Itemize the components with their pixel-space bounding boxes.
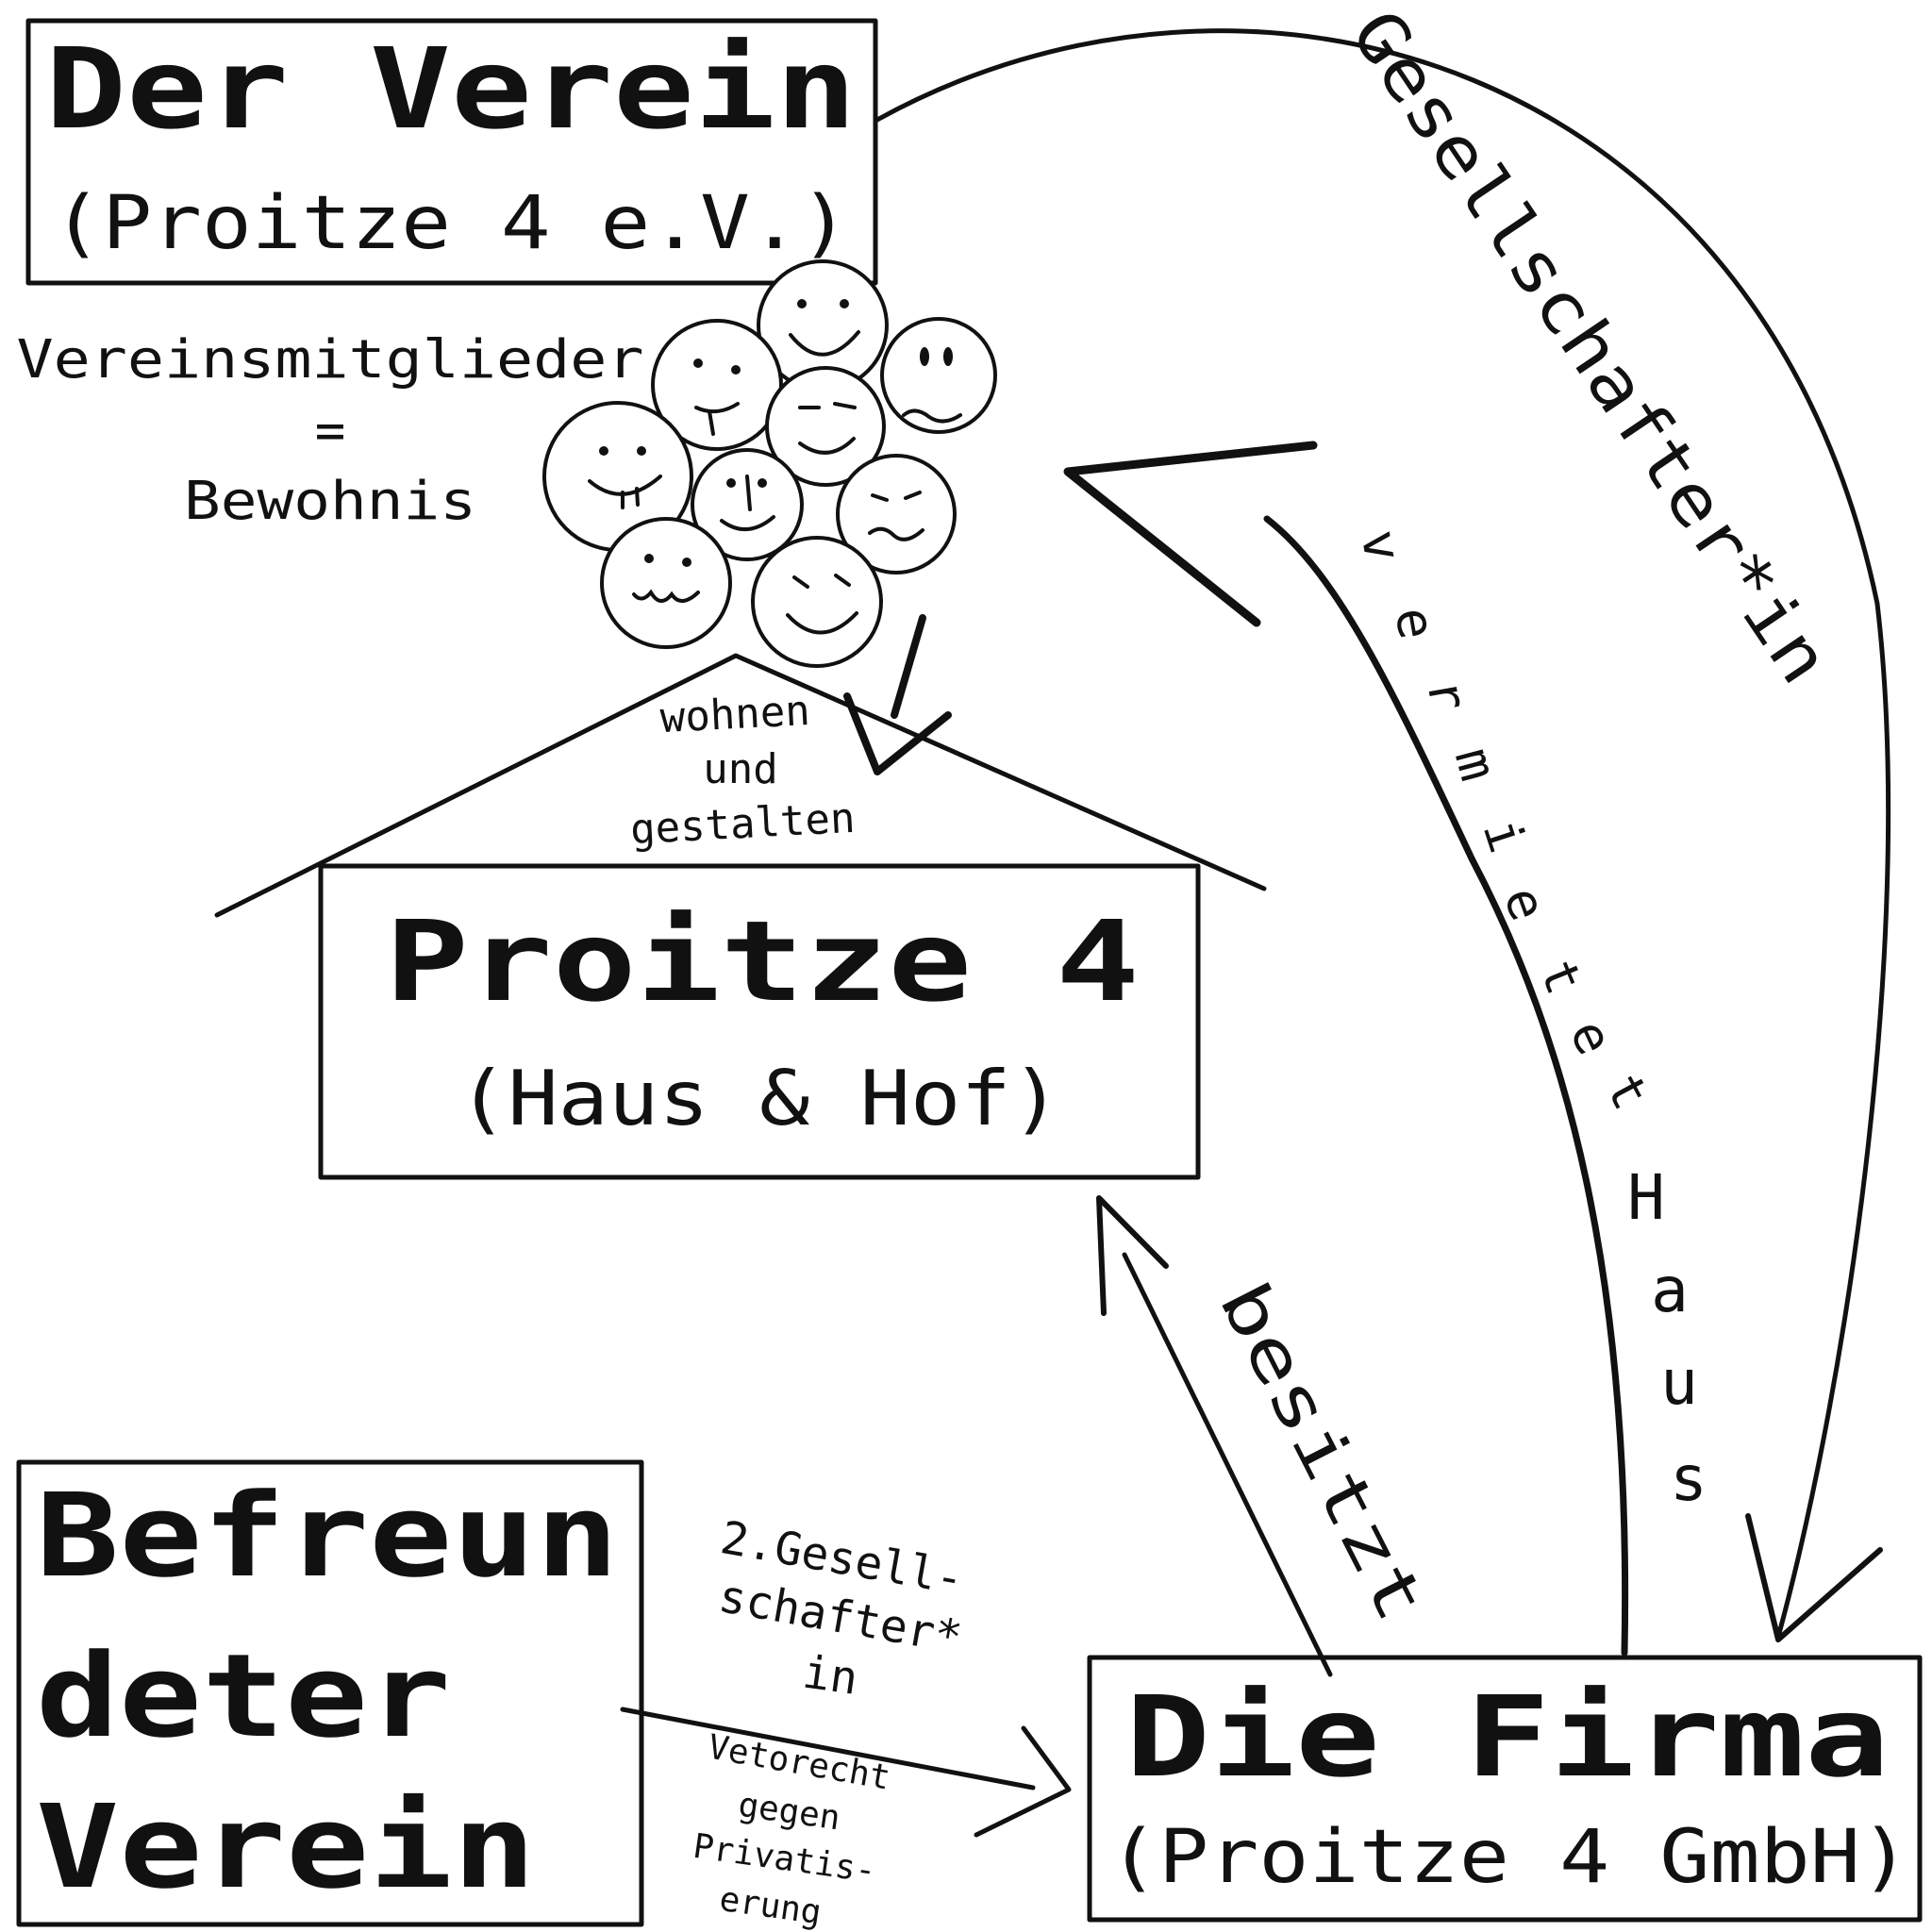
vermietet-letter: i (1472, 812, 1538, 859)
verein-box (25, 18, 878, 286)
gesellschafterin-arrowhead (1745, 1513, 1883, 1642)
befreundeter-line3: Verein (36, 1780, 536, 1914)
vermietet-label: v e r m i e t e t (1349, 525, 1660, 1119)
befreundeter-line1: Befreun (36, 1469, 619, 1603)
roof-text-gestalten: gestalten (629, 794, 857, 854)
house-box (318, 863, 1201, 1180)
vermietet-letter: v (1349, 525, 1413, 566)
haus-letter: u (1660, 1346, 1698, 1419)
member-faces (542, 259, 997, 668)
smiley-icon (751, 536, 883, 668)
besitzt-arrow-line (1122, 1252, 1333, 1677)
gesellschafterin-arrow-line (873, 28, 1891, 1640)
smiley-icon (600, 517, 732, 649)
veto-line4: erung (717, 1880, 824, 1932)
vermietet-letter: e (1492, 879, 1558, 928)
members-equals: = (315, 401, 346, 460)
roof-text-wohnen: wohnen (659, 687, 811, 742)
haus-letter: a (1651, 1254, 1689, 1326)
house-title: Proitze 4 (385, 896, 1140, 1026)
besitzt-label: besitzt (1204, 1270, 1441, 1634)
besitzt-arrowhead (1096, 1195, 1169, 1316)
befreundeter-line2: deter (36, 1629, 451, 1763)
members-bewohnis: Bewohnis (184, 471, 476, 532)
veto-line1: Vetorecht (705, 1728, 892, 1798)
vermietet-letter: e (1383, 603, 1447, 643)
second-partner-arrowhead (974, 1725, 1072, 1838)
smiley-icon (757, 259, 889, 391)
vermietet-letter: e (1558, 1010, 1625, 1063)
vermietet-letter: m (1443, 741, 1508, 787)
haus-letter: H (1627, 1161, 1665, 1234)
house-roof (214, 653, 1267, 918)
second-partner-line3: in (800, 1645, 861, 1705)
smiley-icon (765, 366, 886, 487)
verein-subtitle: (Proitze 4 e.V.) (53, 181, 850, 266)
house-subtitle: (Haus & Hof) (458, 1055, 1061, 1142)
vermietet-arrow-line (1263, 515, 1629, 1657)
firma-subtitle: (Proitze 4 GmbH) (1108, 1815, 1910, 1900)
diagram-lines (16, 18, 1923, 1927)
vermietet-arrowhead (1063, 441, 1318, 627)
verein-title: Der Verein (45, 24, 857, 154)
smiley-icon (880, 317, 997, 434)
smiley-icon (836, 454, 957, 575)
haus-letter: s (1670, 1442, 1707, 1515)
second-partner-arrow-line (620, 1707, 1036, 1790)
haus-label: H a u s (1627, 1161, 1707, 1515)
smiley-icon (691, 448, 804, 561)
smiley-icon (651, 319, 783, 451)
befreundeter-box (16, 1459, 644, 1927)
check-mark-stroke (891, 614, 926, 719)
vermietet-letter: r (1415, 675, 1479, 715)
check-mark (843, 692, 952, 775)
roof-text-und: und (703, 745, 777, 793)
veto-line3: Privatis- (691, 1827, 878, 1891)
firma-box (1087, 1655, 1923, 1923)
vermietet-letter: t (1528, 952, 1595, 1003)
firma-title: Die Firma (1125, 1672, 1890, 1802)
vermietet-letter: t (1594, 1064, 1661, 1119)
gesellschafterin-label: Gesellschafter*in (1335, 0, 1845, 698)
veto-line2: gegen (736, 1786, 842, 1839)
members-label: Vereinsmitglieder (17, 329, 644, 391)
